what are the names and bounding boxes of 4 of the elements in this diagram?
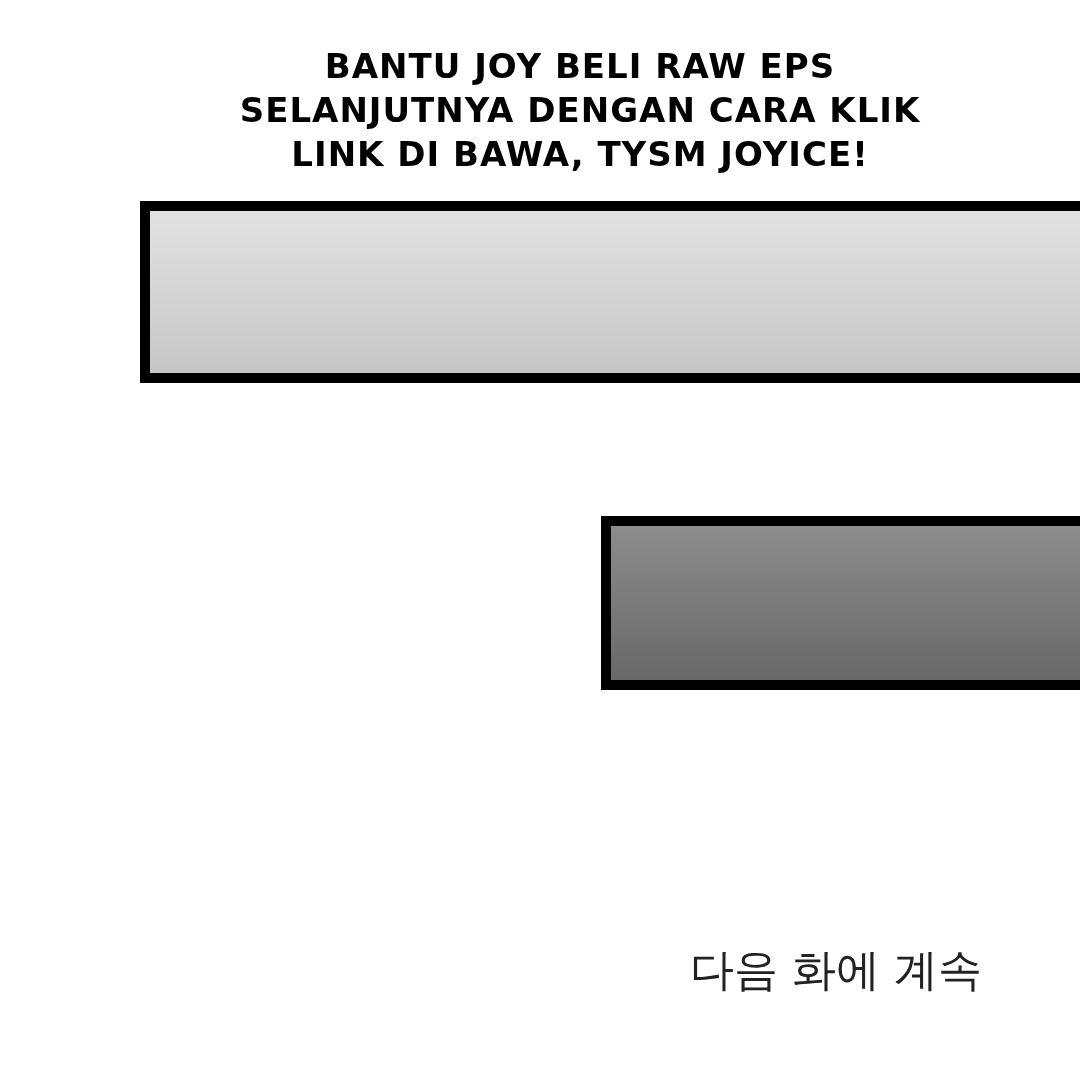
panel-box (140, 201, 1080, 383)
panel-box (601, 516, 1080, 690)
caption-text: 다음 화에 계속 (690, 943, 983, 997)
caption-text: BANTU JOY BELI RAW EPS SELANJUTNYA DENGAN CARA KLIK LINK DI BAWA, TYSM JOYICE! (238, 45, 922, 176)
